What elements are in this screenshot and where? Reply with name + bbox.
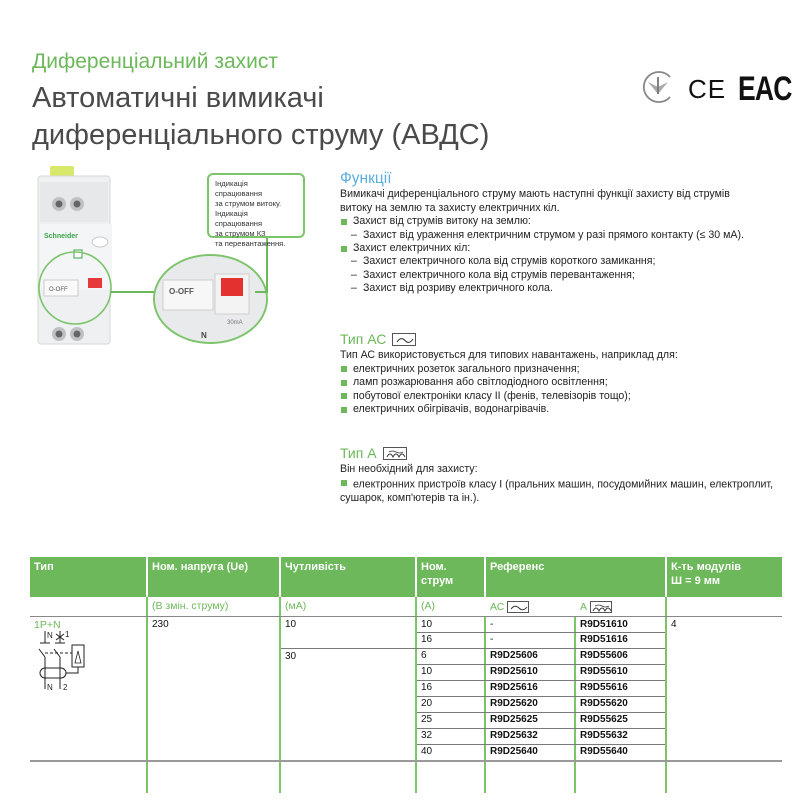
subheader-ref-ac: АС	[486, 597, 533, 616]
functions-intro: Вимикачі диференціального струму мають н…	[340, 188, 730, 214]
ce-mark-icon: CE	[688, 73, 727, 104]
col-header-current: Ном.струм	[421, 561, 454, 587]
a-pulsating-wave-icon	[590, 600, 613, 613]
list-subitem: –Захист електричного кола від струмів пе…	[351, 268, 635, 281]
col-header-reference: Референс	[490, 561, 545, 573]
bullet-square-icon	[341, 245, 347, 252]
subheader-ref-a: А	[576, 597, 616, 616]
svg-text:N: N	[47, 683, 53, 691]
sensitivity-30: 30	[285, 651, 297, 662]
type-ac-title: Тип АС	[340, 332, 780, 347]
type-ac-intro: Тип АС використовується для типових нава…	[340, 349, 678, 362]
type-a-title: Тип А	[340, 446, 780, 461]
list-subitem: –Захист від ураження електричним струмом…	[351, 228, 744, 241]
zoom-detail-circle: O-OFF 30mA N	[153, 254, 268, 344]
svg-text:30mA: 30mA	[227, 320, 243, 326]
subheader-current: (А)	[421, 600, 435, 612]
list-item: електронних пристроїв класу I (пральних …	[340, 478, 774, 504]
table-header	[30, 557, 782, 597]
type-ac-section: Тип АС Тип АС використовується для типов…	[340, 332, 780, 416]
functions-title: Функції	[340, 170, 392, 187]
bullet-square-icon	[341, 393, 347, 400]
wiring-diagram-icon: N 1 N 2	[34, 629, 94, 692]
list-item: побутової електроніки класу II (фенів, т…	[340, 390, 780, 403]
sensitivity-10: 10	[285, 619, 297, 630]
type-value: 1P+N	[34, 619, 61, 631]
bullet-square-icon	[341, 406, 347, 413]
col-header-type: Тип	[34, 561, 54, 573]
svg-text:1: 1	[65, 630, 70, 639]
ukr-conformity-icon	[640, 69, 676, 110]
title-line-1: Автоматичні вимикачі	[32, 82, 324, 114]
list-item: Захист електричних кіл:	[340, 242, 780, 255]
svg-text:N: N	[47, 631, 53, 640]
product-image-rcbo: Schneider O-OFF	[30, 162, 130, 352]
page-title: Автоматичні вимикачі диференціального ст…	[32, 80, 592, 154]
type-a-section: Тип А Він необхідний для захисту: електр…	[340, 446, 780, 505]
category-title: Диференціальний захист	[32, 50, 278, 73]
list-item: ламп розжарювання або світлодіодного осв…	[340, 376, 780, 389]
list-subitem: –Захист електричного кола від струмів ко…	[351, 255, 656, 268]
subheader-voltage: (В змін. струму)	[152, 600, 229, 612]
list-item: Захист від струмів витоку на землю:	[340, 215, 780, 228]
bullet-square-icon	[341, 218, 347, 225]
list-subitem: –Захист від розриву електричного кола.	[351, 282, 553, 295]
type-a-intro: Він необхідний для захисту:	[340, 463, 478, 476]
modules-value: 4	[671, 619, 677, 630]
svg-text:Schneider: Schneider	[44, 233, 78, 240]
list-item: електричних розеток загального призначен…	[340, 363, 780, 376]
bullet-square-icon	[341, 366, 347, 373]
functions-section: Функції Вимикачі диференціального струму…	[340, 170, 780, 296]
certification-marks: CE EAC	[640, 66, 793, 112]
voltage-value: 230	[152, 619, 169, 630]
col-header-voltage: Ном. напруга (Ue)	[152, 561, 249, 573]
svg-text:N: N	[201, 331, 207, 340]
ac-sine-wave-icon	[392, 333, 417, 347]
col-header-sensitivity: Чутливість	[285, 561, 347, 573]
callout-connector-h	[255, 291, 268, 293]
svg-text:O-OFF: O-OFF	[169, 287, 194, 296]
a-pulsating-wave-icon	[382, 447, 407, 461]
subheader-sensitivity: (мА)	[285, 600, 307, 612]
connector-line	[111, 291, 154, 293]
bullet-square-icon	[341, 379, 347, 386]
indication-callout: Індикація спрацювання за струмом витоку.…	[207, 173, 305, 248]
list-item: електричних обігрівачів, водонагрівачів.	[340, 403, 780, 416]
svg-text:2: 2	[63, 683, 68, 691]
title-line-2: диференціального струму (АВДС)	[32, 119, 490, 151]
callout-connector	[266, 238, 268, 292]
bullet-square-icon	[341, 480, 347, 487]
eac-mark-icon: EAC	[738, 69, 792, 108]
ac-sine-wave-icon	[507, 600, 530, 613]
svg-text:O-OFF: O-OFF	[49, 287, 68, 293]
